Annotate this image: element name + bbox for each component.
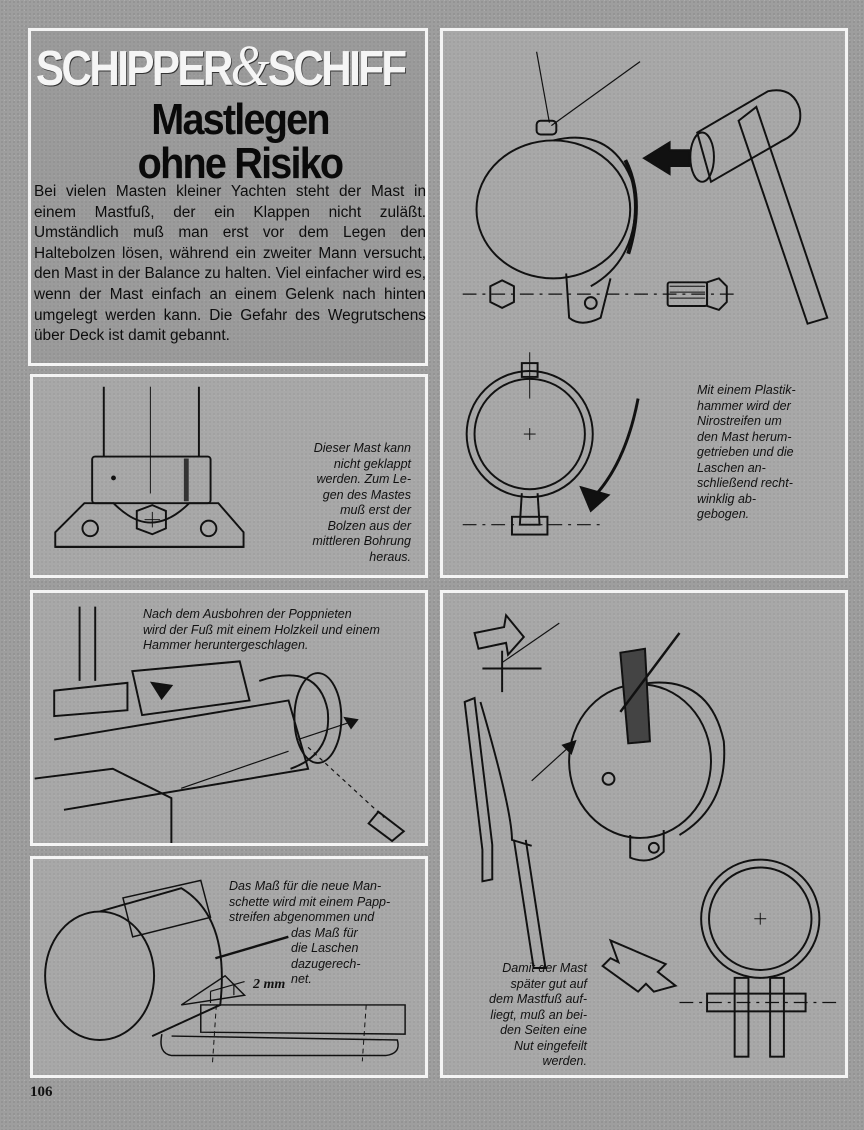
caption-line: gen des Mastes bbox=[322, 487, 411, 502]
caption-line: getrieben und die bbox=[697, 445, 794, 459]
brand-part1: SCHIPPER bbox=[36, 42, 233, 96]
caption-line: wird der Fuß mit einem Holzkeil und eine… bbox=[143, 622, 380, 637]
caption-line: Damit der Mast bbox=[502, 961, 587, 975]
caption-line: dem Mastfuß auf- bbox=[489, 992, 587, 1006]
panel-drilling: Nach dem Ausbohren der Poppnieten wird d… bbox=[30, 590, 428, 846]
article-title: Mastlegen ohne Risiko bbox=[78, 98, 402, 186]
collar-hammer-drawing bbox=[462, 51, 829, 536]
caption-line: heraus. bbox=[369, 549, 411, 564]
brand-ampersand: & bbox=[230, 33, 270, 98]
caption-line: dazugerech- bbox=[291, 956, 361, 971]
caption-line: muß erst der bbox=[340, 503, 411, 517]
brand-part2: SCHIFF bbox=[267, 42, 407, 96]
caption-line: werden. bbox=[542, 1054, 587, 1068]
caption-line: gebogen. bbox=[697, 507, 750, 521]
caption-line: den Mast herum- bbox=[697, 429, 792, 444]
caption-line: schette wird mit einem Papp- bbox=[229, 894, 391, 909]
caption-line: den Seiten eine bbox=[500, 1023, 587, 1037]
caption-line: Nirostreifen um bbox=[697, 414, 782, 428]
caption-line: winklig ab- bbox=[697, 491, 757, 506]
caption-line: Hammer heruntergeschlagen. bbox=[143, 638, 309, 652]
caption-line: später gut auf bbox=[510, 976, 587, 991]
caption-fixed-mast: Dieser Mast kann nicht geklappt werden. … bbox=[261, 441, 411, 565]
caption-line: liegt, muß an bei- bbox=[490, 1007, 587, 1022]
magazine-brand: SCHIPPER&SCHIFF bbox=[36, 37, 407, 97]
filing-drawing bbox=[463, 612, 838, 1058]
gap-label: 2 mm bbox=[253, 977, 286, 992]
caption-line: Bolzen aus der bbox=[327, 518, 411, 533]
caption-line: Laschen an- bbox=[697, 460, 766, 475]
caption-line: streifen abgenommen und bbox=[229, 910, 375, 924]
drilling-drawing bbox=[34, 606, 406, 843]
page-number: 106 bbox=[30, 1084, 53, 1100]
caption-line: nicht geklappt bbox=[333, 456, 411, 471]
panel-collar-hammer: Mit einem Plastik- hammer wird der Niros… bbox=[440, 28, 848, 578]
caption-line: werden. Zum Le- bbox=[316, 472, 411, 486]
caption-line: mittleren Bohrung bbox=[312, 534, 411, 548]
caption-line: Dieser Mast kann bbox=[313, 441, 411, 455]
panel-filing: Damit der Mast später gut auf dem Mastfu… bbox=[440, 590, 848, 1078]
caption-line: schließend recht- bbox=[697, 476, 793, 490]
caption-line: Das Maß für die neue Man- bbox=[229, 879, 382, 893]
intro-panel bbox=[28, 28, 428, 366]
caption-line: das Maß für bbox=[291, 925, 358, 940]
title-line-1: Mastlegen bbox=[151, 95, 330, 144]
panel-fixed-mast-foot: Dieser Mast kann nicht geklappt werden. … bbox=[30, 374, 428, 578]
caption-line: hammer wird der bbox=[697, 398, 791, 413]
caption-measuring: Das Maß für die neue Man- schette wird m… bbox=[229, 879, 425, 988]
caption-line: net. bbox=[291, 972, 312, 986]
intro-text: Bei vielen Masten kleiner Yachten steht … bbox=[34, 183, 426, 345]
caption-line: Nut eingefeilt bbox=[514, 1038, 587, 1053]
caption-line: die Laschen bbox=[291, 941, 359, 955]
panel-measuring: 2 mm Das Maß für die neue Man- schette w… bbox=[30, 856, 428, 1078]
measuring-drawing bbox=[44, 879, 406, 1064]
caption-line: Nach dem Ausbohren der Poppnieten bbox=[143, 607, 352, 621]
caption-drilling: Nach dem Ausbohren der Poppnieten wird d… bbox=[143, 607, 423, 654]
caption-filing: Damit der Mast später gut auf dem Mastfu… bbox=[459, 961, 587, 1070]
caption-hammer: Mit einem Plastik- hammer wird der Niros… bbox=[697, 383, 837, 523]
caption-line: Mit einem Plastik- bbox=[697, 383, 796, 397]
fixed-mast-foot-drawing bbox=[54, 386, 245, 548]
title-line-2: ohne Risiko bbox=[137, 139, 344, 188]
